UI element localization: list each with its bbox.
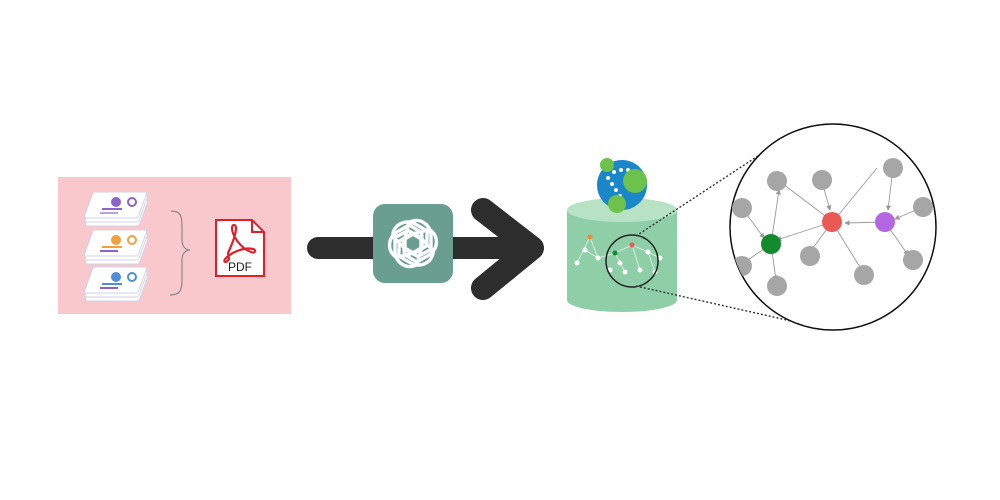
pdf-label: PDF [228,260,252,274]
pdf-icon: PDF [215,219,265,277]
zoom-line-top [635,151,765,237]
graph-zoom-icon [729,123,937,331]
brace-icon [169,210,191,296]
magnifier-ring [605,234,659,288]
documents-stack-icon [83,191,149,302]
database-cylinder-icon [567,198,677,312]
zoom-line-bottom [635,285,801,324]
neo4j-logo-icon [597,158,647,213]
openai-logo-icon [373,204,453,283]
